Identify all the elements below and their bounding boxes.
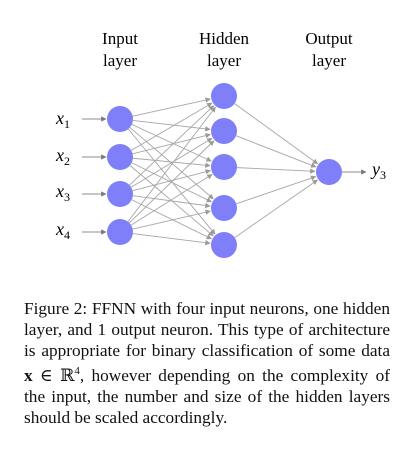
- edge-l0-3-to-3: [132, 169, 211, 192]
- input-label-x3: x3: [55, 181, 70, 204]
- network-diagram: Input layer Hidden layer Output layer x1…: [55, 29, 386, 258]
- hidden-neuron-1: [211, 83, 237, 109]
- hidden-neuron-4: [211, 195, 237, 221]
- input-neuron-3: [107, 181, 133, 207]
- input-neuron-4: [107, 219, 133, 245]
- edge-l1-4-to-1: [236, 175, 317, 205]
- figure-caption: Figure 2: FFNN with four input neurons, …: [24, 298, 390, 428]
- output-label-y3: y3: [370, 159, 386, 182]
- output-neuron-1: [316, 159, 342, 185]
- edge-l0-4-to-3: [130, 174, 213, 226]
- caption-set-symbol: ∈ ℝ: [32, 365, 75, 385]
- caption-text-before: FFNN with four input neurons, one hidden…: [24, 299, 390, 360]
- edge-l0-1-to-2: [132, 120, 211, 132]
- input-label-x4: x4: [55, 219, 70, 242]
- input-neuron-1: [107, 106, 133, 132]
- edge-l0-2-to-1: [130, 102, 213, 151]
- io-arrows: [82, 116, 367, 235]
- neurons: [107, 83, 342, 258]
- edge-l0-4-to-2: [129, 140, 215, 224]
- caption-label: Figure 2:: [24, 299, 88, 318]
- edge-l1-3-to-1: [236, 167, 316, 174]
- hidden-neuron-2: [211, 118, 237, 144]
- input-layer-title-line1: Input: [102, 29, 138, 48]
- edge-l0-4-to-1: [127, 106, 216, 222]
- edge-l0-4-to-4: [132, 209, 211, 230]
- edge-l0-3-to-5: [131, 199, 212, 240]
- edge-l1-2-to-1: [235, 135, 317, 168]
- edge-l0-3-to-4: [132, 195, 211, 209]
- edge-l0-2-to-3: [132, 157, 211, 168]
- caption-text-after: , however depending on the complexity of…: [24, 365, 391, 427]
- edge-l0-1-to-1: [132, 97, 211, 117]
- edge-l1-5-to-1: [234, 179, 318, 238]
- output-layer-title-line1: Output: [305, 29, 353, 48]
- output-layer-title-line2: layer: [312, 51, 346, 70]
- edge-l1-1-to-1: [234, 103, 319, 165]
- edge-l0-1-to-3: [131, 124, 212, 162]
- caption-bold-var: x: [24, 365, 33, 385]
- connection-edges: [127, 97, 319, 246]
- edge-l0-4-to-5: [132, 233, 211, 246]
- edge-l0-3-to-1: [129, 105, 215, 186]
- caption-set-exponent: 4: [74, 365, 80, 377]
- hidden-layer-title-line2: layer: [207, 51, 241, 70]
- hidden-neuron-3: [211, 154, 237, 180]
- input-layer-title-line2: layer: [103, 51, 137, 70]
- input-label-x2: x2: [55, 145, 70, 168]
- input-neuron-2: [107, 144, 133, 170]
- input-label-x1: x1: [55, 108, 70, 131]
- hidden-layer-title-line1: Hidden: [199, 29, 250, 48]
- edge-l0-2-to-2: [132, 132, 211, 155]
- edge-l0-3-to-2: [130, 137, 213, 188]
- hidden-neuron-5: [211, 232, 237, 258]
